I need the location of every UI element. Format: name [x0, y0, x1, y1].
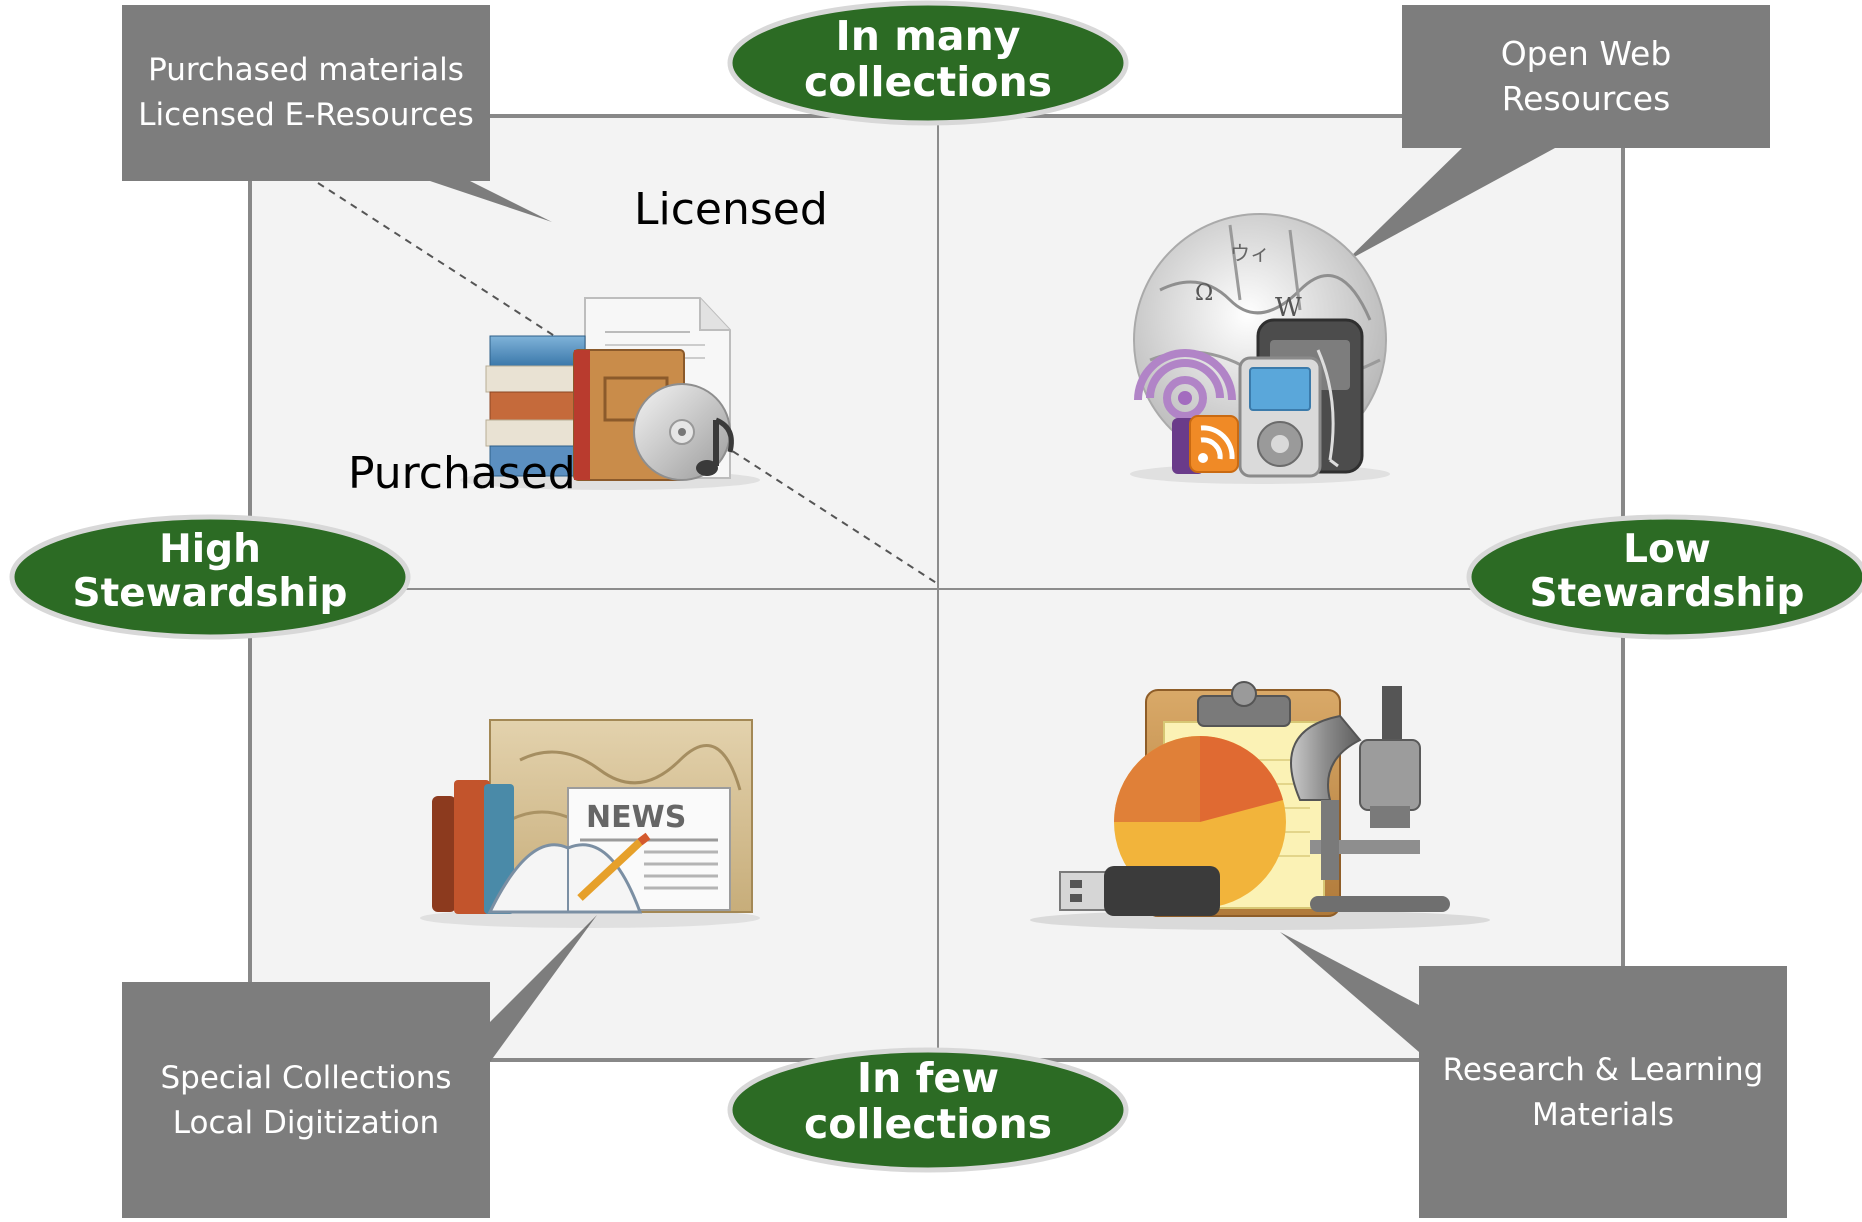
licensed-label: Licensed	[634, 184, 828, 235]
axis-label-bottom: In few collections	[730, 1054, 1126, 1148]
axis-label-bottom-line2: collections	[803, 1099, 1053, 1148]
callout-bottom-left-text: Special Collections Local Digitization	[122, 1056, 490, 1146]
callout-bottom-left-line2: Local Digitization	[172, 1104, 440, 1141]
callout-top-right-line1: Open Web	[1500, 34, 1672, 73]
axis-label-right-line2: Stewardship	[1529, 570, 1805, 616]
axis-label-top: In many collections	[730, 12, 1126, 106]
axis-ellipse-right	[1466, 514, 1862, 640]
callout-top-left	[122, 5, 552, 222]
callout-top-right	[1345, 5, 1770, 262]
axis-label-bottom-line1: In few	[856, 1054, 1000, 1102]
axis-ellipse-left	[9, 514, 411, 640]
callout-top-left-text: Purchased materials Licensed E-Resources	[122, 48, 490, 138]
books-document-cd-icon	[460, 297, 760, 490]
callout-bottom-right-text: Research & Learning Materials	[1419, 1048, 1787, 1138]
callout-top-right-line2: Resources	[1501, 78, 1671, 118]
clipboard-chart-microscope-icon	[1030, 681, 1490, 930]
callout-bottom-left	[122, 915, 597, 1218]
axis-ellipse-top	[727, 0, 1129, 126]
callout-bottom-right	[1280, 932, 1787, 1218]
axis-label-left-line1: High	[159, 527, 261, 572]
callout-top-left-line2: Licensed E-Resources	[138, 96, 474, 133]
purchased-label: Purchased	[348, 448, 576, 499]
news-map-books-icon: NEWS	[420, 719, 760, 928]
axis-label-left-line2: Stewardship	[72, 570, 348, 616]
wikipedia-globe-media-icon: Ω W ウィ	[1130, 213, 1390, 484]
axis-label-top-line2: collections	[803, 57, 1053, 106]
callout-top-right-text: Open Web Resources	[1402, 32, 1770, 121]
callout-bottom-right-line2: Materials	[1531, 1096, 1675, 1133]
newspaper-headline: NEWS	[586, 800, 686, 835]
axis-label-right-line1: Low	[1623, 527, 1711, 572]
svg-text:W: W	[1275, 293, 1302, 323]
axis-label-right: Low Stewardship	[1469, 528, 1862, 615]
svg-text:Ω: Ω	[1195, 281, 1213, 306]
axis-label-left: High Stewardship	[12, 528, 408, 615]
axis-label-top-line1: In many	[835, 12, 1021, 60]
svg-text:ウィ: ウィ	[1230, 241, 1270, 265]
callout-bottom-right-line1: Research & Learning	[1442, 1052, 1764, 1088]
callout-top-left-line1: Purchased materials	[148, 52, 464, 88]
callout-bottom-left-line1: Special Collections	[160, 1060, 452, 1096]
axis-ellipse-bottom	[727, 1047, 1129, 1173]
